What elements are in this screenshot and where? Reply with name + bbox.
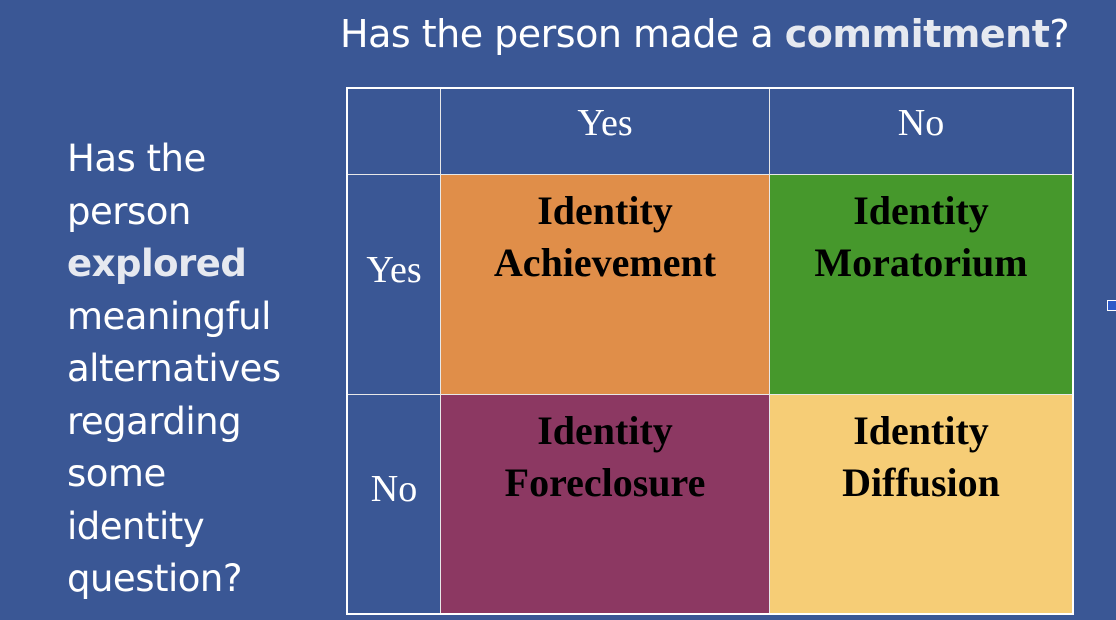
edge-handle-icon bbox=[1107, 300, 1116, 311]
commitment-question-prefix: Has the person made a bbox=[340, 12, 785, 56]
column-header-no: No bbox=[770, 89, 1072, 175]
exploration-line: meaningful bbox=[67, 294, 271, 338]
exploration-line: Has the bbox=[67, 137, 206, 180]
row-header-yes: Yes bbox=[348, 175, 441, 395]
commitment-question-suffix: ? bbox=[1049, 12, 1070, 56]
column-header-yes: Yes bbox=[441, 89, 770, 175]
exploration-keyword: explored bbox=[67, 242, 247, 285]
exploration-line: some bbox=[67, 452, 166, 495]
row-header-no: No bbox=[348, 395, 441, 613]
exploration-line: identity bbox=[67, 504, 205, 548]
exploration-line: person bbox=[67, 189, 191, 233]
exploration-line: regarding bbox=[67, 399, 242, 443]
exploration-line: alternatives bbox=[67, 347, 281, 390]
exploration-question: Has the person explored meaningful alter… bbox=[67, 133, 281, 606]
commitment-question: Has the person made a commitment? bbox=[340, 12, 1070, 56]
corner-cell bbox=[348, 89, 441, 175]
exploration-line: question? bbox=[67, 557, 242, 600]
commitment-keyword: commitment bbox=[784, 12, 1050, 56]
